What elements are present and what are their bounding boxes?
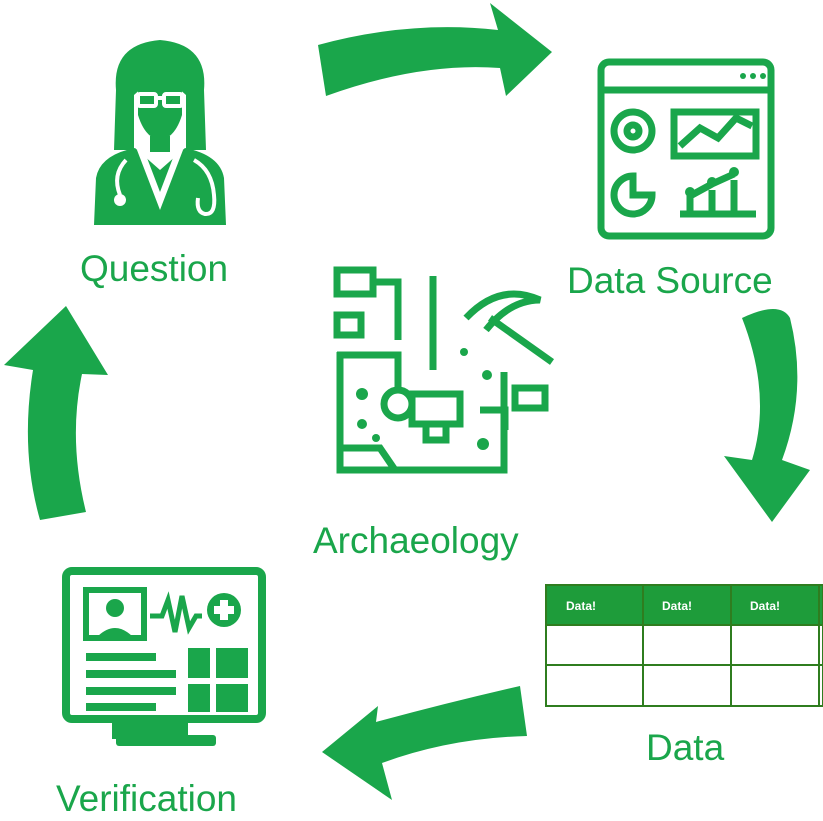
medical-monitor-icon (62, 567, 266, 746)
data-label: Data (646, 727, 725, 768)
arrow-verification-to-question (4, 306, 108, 520)
data-table-icon: Data! Data! Data! (545, 584, 823, 707)
table-header-1: Data! (566, 599, 596, 613)
doctor-icon (94, 40, 226, 225)
table-header-3: Data! (750, 599, 780, 613)
arrow-data-source-to-data (724, 309, 810, 522)
data-source-label: Data Source (567, 260, 773, 301)
excavation-icon (333, 266, 555, 474)
arrow-data-to-verification (322, 686, 527, 800)
arrow-question-to-data-source (318, 3, 552, 96)
dashboard-icon (597, 58, 775, 240)
archaeology-label: Archaeology (313, 520, 519, 561)
verification-label: Verification (56, 778, 237, 819)
question-label: Question (80, 248, 229, 289)
table-header-2: Data! (662, 599, 692, 613)
